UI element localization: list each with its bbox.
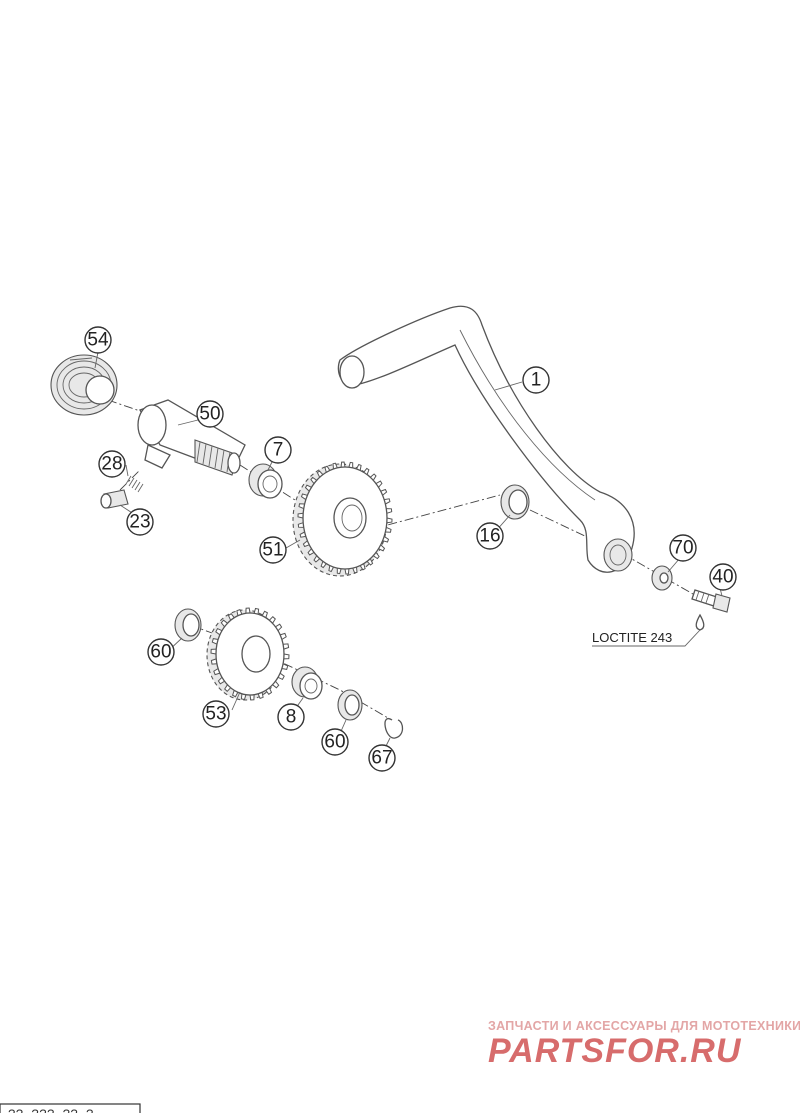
- lever-washer: [500, 484, 530, 520]
- needle-bearing-upper: [248, 463, 283, 499]
- svg-text:54: 54: [87, 330, 109, 351]
- svg-text:70: 70: [672, 538, 693, 559]
- callout-54: 54: [84, 326, 112, 354]
- kickstarter-gear-teeth: [297, 461, 393, 575]
- intermediate-gear: [206, 607, 290, 701]
- svg-text:51: 51: [262, 540, 283, 561]
- kickstarter-gear: [292, 461, 393, 577]
- callout-40: 40: [709, 563, 737, 591]
- callout-7: 7: [264, 436, 292, 464]
- torsion-spring: [50, 354, 118, 416]
- svg-text:8: 8: [286, 707, 297, 728]
- detent-pin: [100, 489, 129, 509]
- watermark-logo: PARTSFOR.RU: [488, 1032, 742, 1070]
- svg-text:50: 50: [199, 404, 220, 425]
- gear-washer-right: [337, 689, 363, 721]
- bolt-washer: [651, 565, 673, 591]
- callout-1: 1: [522, 366, 550, 394]
- svg-text:40: 40: [712, 567, 733, 588]
- watermark: ЗАПЧАСТИ И АКСЕССУАРЫ ДЛЯ МОТОТЕХНИКИ PA…: [488, 1019, 800, 1070]
- callout-51: 51: [259, 536, 287, 564]
- svg-text:53: 53: [205, 704, 226, 725]
- watermark-tagline: ЗАПЧАСТИ И АКСЕССУАРЫ ДЛЯ МОТОТЕХНИКИ: [488, 1019, 800, 1033]
- diagram-code-label: ??·???·??·?: [0, 1103, 141, 1113]
- loctite-drop-icon: [695, 613, 705, 631]
- svg-text:23: 23: [129, 512, 150, 533]
- intermediate-gear-teeth: [210, 607, 290, 701]
- small-spring: [125, 475, 144, 493]
- loctite-note: LOCTITE 243: [592, 630, 672, 645]
- callout-28: 28: [98, 450, 126, 478]
- callout-16: 16: [476, 522, 504, 550]
- svg-text:7: 7: [273, 440, 284, 461]
- svg-text:60: 60: [324, 732, 345, 753]
- callout-8: 8: [277, 703, 305, 731]
- callout-50: 50: [196, 400, 224, 428]
- diagram-code: ??·???·??·?: [8, 1107, 94, 1113]
- svg-text:28: 28: [101, 454, 122, 475]
- callout-60-right: 60: [321, 728, 349, 756]
- svg-text:60: 60: [150, 642, 171, 663]
- svg-text:1: 1: [531, 370, 542, 391]
- svg-text:67: 67: [371, 748, 392, 769]
- lever-bolt: [691, 589, 731, 613]
- svg-text:16: 16: [479, 526, 500, 547]
- gear-washer-left: [174, 608, 202, 642]
- kickstarter-shaft: [137, 399, 246, 476]
- callout-53: 53: [202, 700, 230, 728]
- callout-67: 67: [368, 744, 396, 772]
- callout-60-left: 60: [147, 638, 175, 666]
- circlip: [384, 717, 404, 739]
- callout-23: 23: [126, 508, 154, 536]
- callout-70: 70: [669, 534, 697, 562]
- needle-bearing-lower: [291, 666, 323, 700]
- kick-lever: [337, 305, 635, 573]
